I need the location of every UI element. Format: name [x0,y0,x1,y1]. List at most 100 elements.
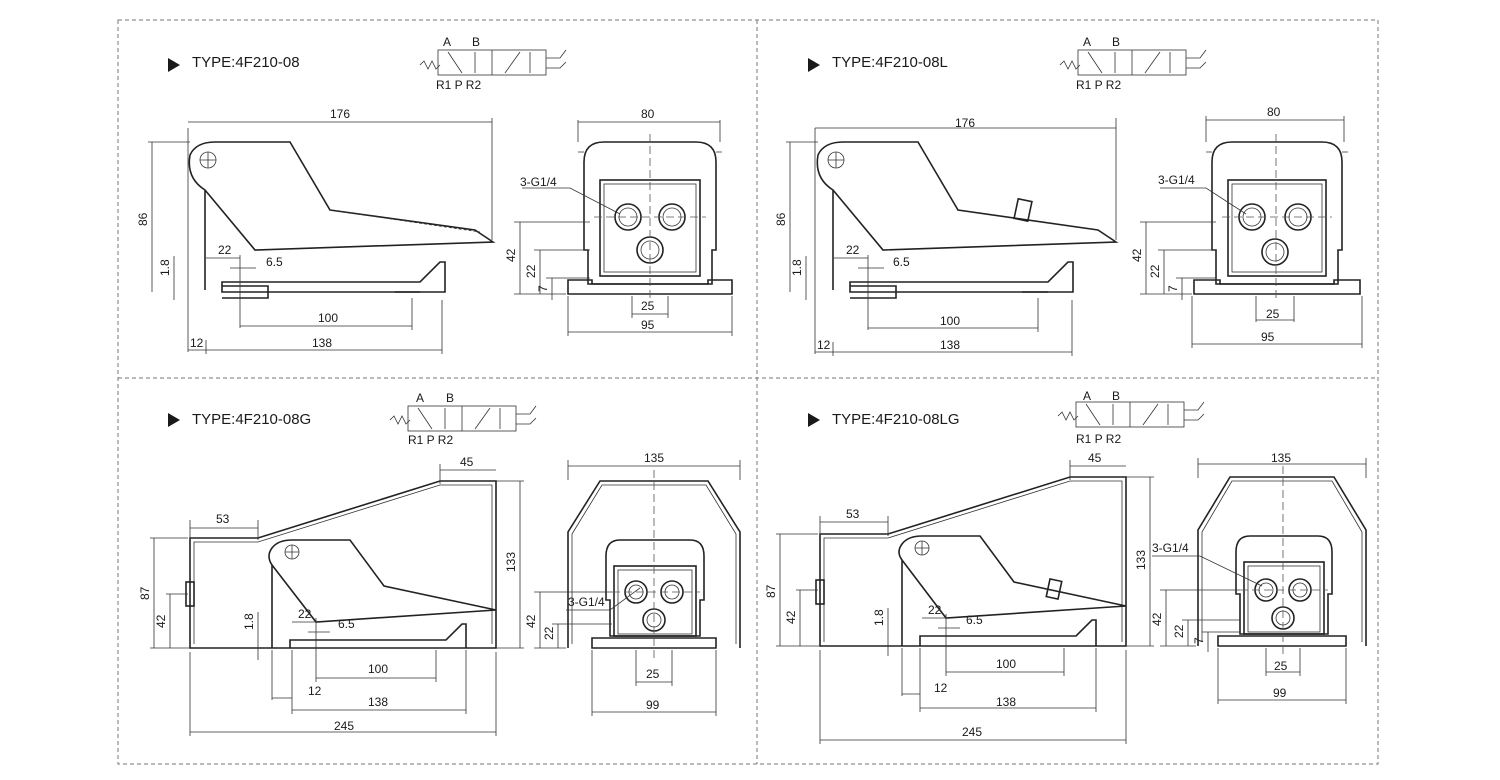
dim-1.8: 1.8 [242,613,256,630]
dim-1.8: 1.8 [872,609,886,626]
port-a-label: A [416,391,424,405]
type-label: TYPE:4F210-08L [832,54,948,71]
dim-22: 22 [846,243,860,257]
type-label: TYPE:4F210-08LG [832,411,960,428]
port-thread-label: 3-G1/4 [1158,173,1195,187]
front-view: 80 3-G1/4 42 22 7 25 95 [504,107,733,336]
sheet-frame [117,19,1379,765]
side-view: 87 42 53 45 133 1.8 22 6.5 100 12 138 24… [138,455,524,736]
dim-42: 42 [154,614,168,628]
dim-7: 7 [536,285,550,292]
port-a-label: A [1083,35,1091,49]
panel-4f210-08: TYPE:4F210-08 A B R1 P R2 176 86 [136,35,733,354]
dim-12: 12 [817,338,831,352]
dim-22-front: 22 [1148,264,1162,278]
dim-87: 87 [138,586,152,600]
dim-42: 42 [504,248,518,262]
dim-100: 100 [996,657,1016,671]
dim-53: 53 [216,512,230,526]
dim-front-width: 135 [644,451,664,465]
title-marker-icon [168,413,180,427]
dim-height: 86 [136,212,150,226]
dim-133: 133 [1134,550,1148,570]
dim-25: 25 [641,299,655,313]
dim-25: 25 [1266,307,1280,321]
dim-138: 138 [940,338,960,352]
valve-symbol: A B R1 P R2 [1059,35,1207,92]
panel-4f210-08g: TYPE:4F210-08G A B R1 P R2 87 42 53 [138,391,741,736]
dim-25: 25 [646,667,660,681]
dim-133: 133 [504,552,518,572]
dim-6.5: 6.5 [338,617,355,631]
dim-6.5: 6.5 [966,613,983,627]
side-view: 176 86 1.8 22 6.5 100 12 138 [136,107,496,354]
port-thread-label: 3-G1/4 [568,595,605,609]
dim-245: 245 [334,719,354,733]
front-view: 135 3-G1/4 42 22 25 99 [524,451,741,716]
dim-front-width: 80 [641,107,655,121]
port-b-label: B [1112,35,1120,49]
dim-1.8: 1.8 [158,259,172,276]
title-marker-icon [168,58,180,72]
dim-1.8: 1.8 [790,259,804,276]
port-bottom-labels: R1 P R2 [408,433,453,447]
dim-22-front: 22 [542,626,556,640]
dim-12: 12 [308,684,322,698]
dim-top-45: 45 [1088,451,1102,465]
port-b-label: B [1112,389,1120,403]
dim-87: 87 [764,584,778,598]
valve-symbol: A B R1 P R2 [1057,389,1205,446]
dim-138: 138 [996,695,1016,709]
dim-42-front: 42 [1150,612,1164,626]
dim-6.5: 6.5 [893,255,910,269]
dim-245: 245 [962,725,982,739]
port-bottom-labels: R1 P R2 [436,78,481,92]
dim-25: 25 [1274,659,1288,673]
valve-symbol: A B R1 P R2 [389,391,537,447]
title-marker-icon [808,58,820,72]
dim-front-width: 135 [1271,451,1291,465]
dim-42: 42 [1130,248,1144,262]
dim-height: 86 [774,212,788,226]
dim-95: 95 [641,318,655,332]
dim-138: 138 [312,336,332,350]
dim-7: 7 [1166,285,1180,292]
dim-22: 22 [928,603,942,617]
dim-length: 176 [955,116,975,130]
dim-6.5: 6.5 [266,255,283,269]
panel-4f210-08l: TYPE:4F210-08L A B R1 P R2 176 86 1 [774,35,1363,356]
type-label: TYPE:4F210-08G [192,411,311,428]
port-thread-label: 3-G1/4 [1152,541,1189,555]
dim-22-front: 22 [524,264,538,278]
port-b-label: B [446,391,454,405]
port-thread-label: 3-G1/4 [520,175,557,189]
side-view: 87 42 53 45 133 1.8 22 6.5 100 12 138 24… [764,451,1154,744]
dim-53: 53 [846,507,860,521]
dim-100: 100 [368,662,388,676]
panel-4f210-08lg: TYPE:4F210-08LG A B R1 P R2 87 42 5 [764,389,1367,744]
type-label: TYPE:4F210-08 [192,54,300,71]
dim-138: 138 [368,695,388,709]
dim-99: 99 [646,698,660,712]
dim-12: 12 [190,336,204,350]
dim-front-width: 80 [1267,105,1281,119]
dim-99: 99 [1273,686,1287,700]
port-bottom-labels: R1 P R2 [1076,78,1121,92]
dim-95: 95 [1261,330,1275,344]
port-b-label: B [472,35,480,49]
front-view: 135 3-G1/4 42 22 7 25 99 [1150,451,1367,704]
front-view: 80 3-G1/4 42 22 7 25 95 [1130,105,1363,348]
title-marker-icon [808,413,820,427]
port-a-label: A [443,35,451,49]
dim-12: 12 [934,681,948,695]
dim-42-front: 42 [524,614,538,628]
dim-100: 100 [940,314,960,328]
dim-42: 42 [784,610,798,624]
dim-22-front: 22 [1172,624,1186,638]
dim-22: 22 [218,243,232,257]
port-a-label: A [1083,389,1091,403]
dim-100: 100 [318,311,338,325]
dim-22: 22 [298,607,312,621]
dim-top-45: 45 [460,455,474,469]
